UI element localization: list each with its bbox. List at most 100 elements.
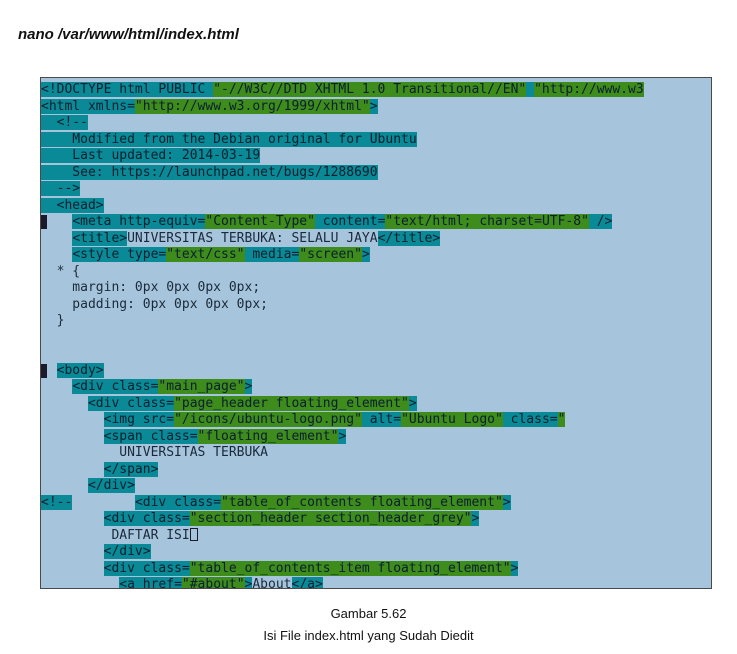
plain-token <box>41 577 119 588</box>
tag-token: > <box>361 247 370 262</box>
string-token: "screen" <box>299 247 362 262</box>
tag-token: > <box>502 494 511 510</box>
string-token: "page_header floating_element" <box>174 395 409 411</box>
tag-token: <html xmlns= <box>41 98 135 114</box>
plain-token: About <box>252 577 292 589</box>
code-line: <body> <box>41 362 644 380</box>
code-line: <a href="#about">About</a> <box>41 577 644 589</box>
code-line: <img src="/icons/ubuntu-logo.png" alt="U… <box>41 412 644 429</box>
code-line: <style type="text/css" media="screen"> <box>41 247 644 264</box>
tag-token: media= <box>244 247 300 262</box>
editor-content[interactable]: <!DOCTYPE html PUBLIC "-//W3C//DTD XHTML… <box>41 82 644 589</box>
tag-token: > <box>471 511 480 526</box>
code-line: <div class="section_header section_heade… <box>41 511 644 528</box>
plain-token <box>41 462 104 477</box>
tag-token: class= <box>502 412 558 427</box>
tag-token: </div> <box>103 544 151 559</box>
tag-token: > <box>510 560 519 576</box>
code-line: margin: 0px 0px 0px 0px; <box>41 280 644 297</box>
line-marker <box>41 363 47 378</box>
string-token: "table_of_contents floating_element" <box>221 494 503 510</box>
tag-token: See: https://launchpad.net/bugs/1288690 <box>41 164 378 180</box>
plain-token <box>41 247 72 262</box>
plain-token: UNIVERSITAS TERBUKA <box>41 445 268 460</box>
string-token: "section_header section_header_grey" <box>189 511 472 526</box>
code-line <box>41 330 644 347</box>
tag-token: <meta http-equiv= <box>72 214 206 229</box>
tag-token: <head> <box>41 197 104 213</box>
plain-token <box>41 544 104 559</box>
code-line: <html xmlns="http://www.w3.org/1999/xhtm… <box>41 98 644 116</box>
tag-token: Modified from the Debian original for Ub… <box>41 131 417 147</box>
code-line: <span class="floating_element"> <box>41 428 644 446</box>
plain-token <box>72 495 135 510</box>
tag-token: <!-- <box>41 115 88 130</box>
tag-token: <div class= <box>134 494 222 510</box>
string-token: "/icons/ubuntu-logo.png" <box>174 412 362 427</box>
string-token: "-//W3C//DTD XHTML 1.0 Transitional//EN" <box>213 82 527 97</box>
plain-token <box>41 561 104 576</box>
figure-caption: Isi File index.html yang Sudah Diedit <box>263 628 474 643</box>
plain-token <box>41 231 72 246</box>
plain-token <box>41 511 104 526</box>
tag-token: > <box>408 395 417 411</box>
code-line: See: https://launchpad.net/bugs/1288690 <box>41 164 644 182</box>
code-line: <div class="page_header floating_element… <box>41 395 644 413</box>
string-token: "main_page" <box>158 379 245 394</box>
tag-token: <div class= <box>87 395 175 411</box>
figure-number: Gambar 5.62 <box>330 606 407 621</box>
tag-token: </span> <box>103 461 159 477</box>
code-line: </div> <box>41 478 644 495</box>
string-token: "floating_element" <box>197 428 339 444</box>
tag-token: <a href= <box>119 577 182 588</box>
tag-token: --> <box>41 181 81 196</box>
string-token: "#about" <box>181 577 245 588</box>
code-line: <title>UNIVERSITAS TERBUKA: SELALU JAYA<… <box>41 230 644 248</box>
code-line: padding: 0px 0px 0px 0px; <box>41 297 644 314</box>
tag-token: <!-- <box>41 494 73 510</box>
plain-token: margin: 0px 0px 0px 0px; <box>41 280 261 295</box>
terminal-window[interactable]: <!DOCTYPE html PUBLIC "-//W3C//DTD XHTML… <box>40 77 712 589</box>
plain-token: UNIVERSITAS TERBUKA: SELALU JAYA <box>127 230 378 246</box>
code-line: * { <box>41 264 644 281</box>
tag-token: <!DOCTYPE html PUBLIC <box>41 82 214 97</box>
plain-token <box>41 412 104 427</box>
plain-token <box>41 396 88 411</box>
code-line: --> <box>41 181 644 198</box>
plain-token: * { <box>41 263 81 279</box>
tag-token <box>526 82 535 97</box>
tag-token: <img src= <box>103 412 175 427</box>
code-line: Last updated: 2014-03-19 <box>41 148 644 165</box>
tag-token: Last updated: 2014-03-19 <box>41 148 261 163</box>
tag-token: </title> <box>377 230 441 246</box>
tag-token: </a> <box>291 577 323 588</box>
tag-token: <div class= <box>103 560 190 576</box>
plain-token: padding: 0px 0px 0px 0px; <box>41 296 268 312</box>
code-line: </div> <box>41 544 644 561</box>
code-line: <div class="main_page"> <box>41 379 644 396</box>
string-token: "text/html; charset=UTF-8" <box>385 214 589 229</box>
tag-token: content= <box>314 214 386 229</box>
tag-token: <style type= <box>72 247 167 262</box>
string-token: "Ubuntu Logo" <box>401 412 503 427</box>
tag-token: > <box>369 98 378 114</box>
tag-token: <title> <box>72 230 128 246</box>
plain-token <box>41 478 88 493</box>
code-line: } <box>41 313 644 330</box>
tag-token: > <box>244 379 253 394</box>
code-line: </span> <box>41 461 644 479</box>
code-line: DAFTAR ISI <box>41 527 644 545</box>
string-token: "http://www.w3 <box>534 82 644 97</box>
string-token: "Content-Type" <box>205 214 315 229</box>
command-title: nano /var/www/html/index.html <box>18 26 239 43</box>
tag-token: <div class= <box>103 511 190 526</box>
plain-token <box>41 379 72 394</box>
tag-token: alt= <box>361 412 402 427</box>
line-marker <box>41 215 47 229</box>
text-cursor <box>189 527 198 541</box>
code-line: <meta http-equiv="Content-Type" content=… <box>41 214 644 231</box>
tag-token: <div class= <box>72 379 159 394</box>
tag-token: > <box>244 577 253 588</box>
string-token: " <box>557 412 566 427</box>
tag-token: </div> <box>87 478 135 493</box>
